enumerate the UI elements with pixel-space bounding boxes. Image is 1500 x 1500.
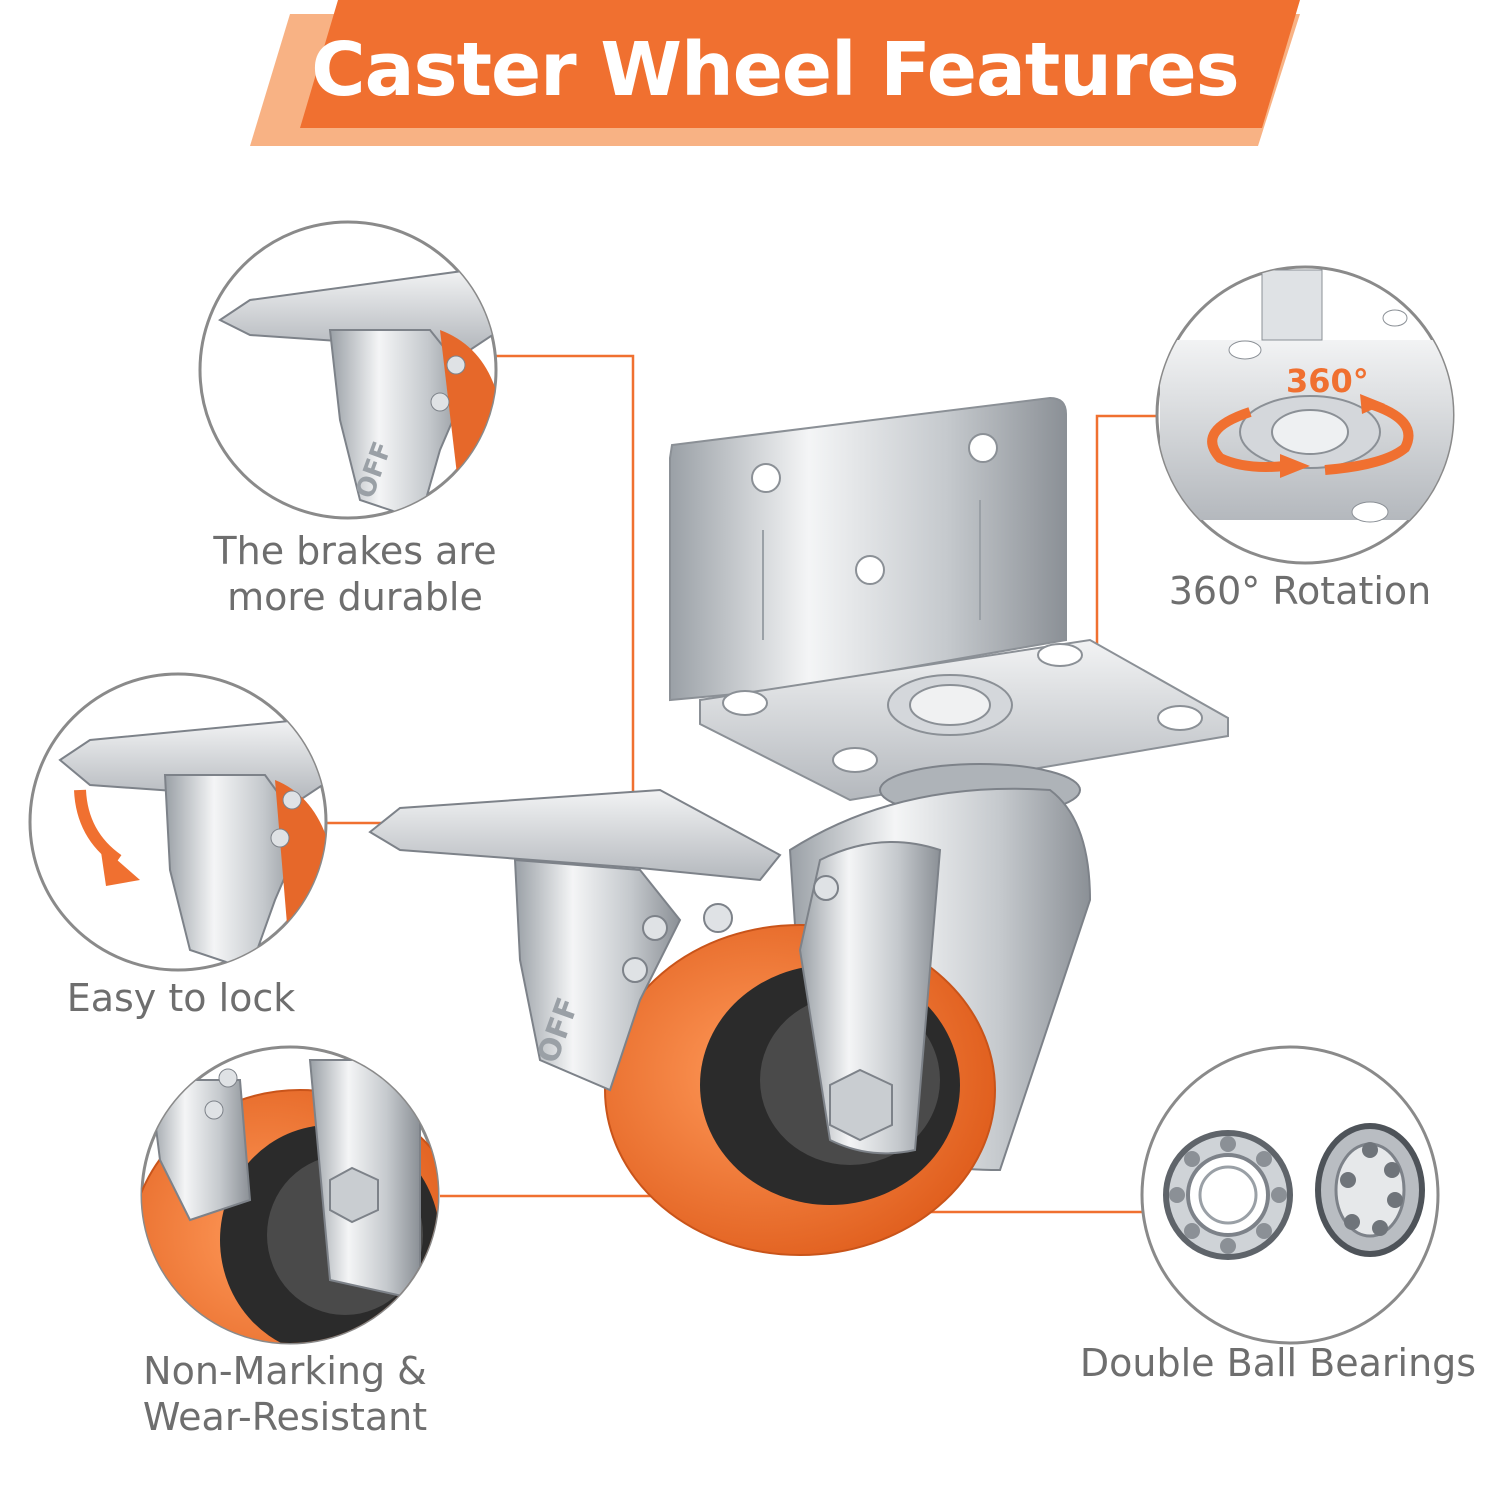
banner-title: Caster Wheel Features (311, 27, 1239, 113)
rotation-badge: 360° (1286, 362, 1369, 400)
rotation-arrow-icon (1360, 394, 1385, 414)
title-banner: Caster Wheel Features (250, 0, 1300, 146)
lock-arrow-icon (100, 845, 140, 886)
detail-lock (28, 672, 328, 972)
detail-brakes: OFF (198, 220, 498, 520)
feature-label-brakes: The brakes are more durable (213, 529, 497, 619)
main-caster: OFF (368, 396, 1229, 1256)
feature-label-lock: Easy to lock (66, 976, 296, 1020)
feature-label-rotation: 360° Rotation (1168, 569, 1432, 613)
feature-label-wheel: Non-Marking & Wear-Resistant (142, 1349, 428, 1439)
feature-label-bearings: Double Ball Bearings (1079, 1341, 1477, 1385)
detail-bearings (1140, 1045, 1440, 1345)
detail-rotation: 360° (1155, 265, 1455, 565)
ball-bearing-icon (1163, 1123, 1425, 1260)
banner-shape (250, 0, 1300, 146)
